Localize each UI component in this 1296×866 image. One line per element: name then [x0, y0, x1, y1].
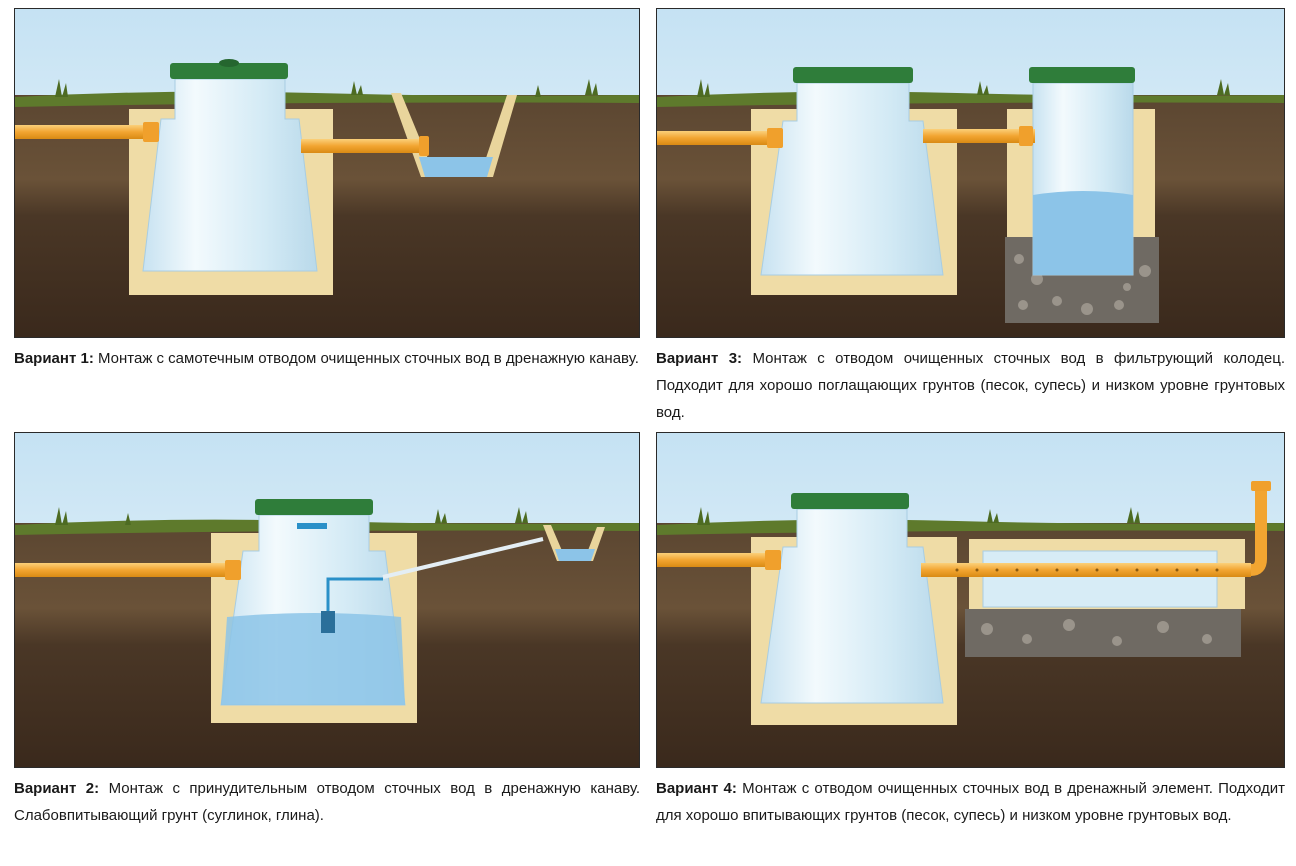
grass-tufts: [697, 507, 1140, 525]
perforations: [955, 568, 1219, 572]
grass-tufts: [55, 79, 598, 97]
tank-lid: [791, 493, 909, 509]
variant-2-text: Монтаж с принудительным отводом сточных …: [14, 780, 641, 824]
variant-4-scene: [657, 433, 1284, 767]
grass-tufts: [55, 507, 528, 525]
inlet-pipe: [15, 563, 237, 577]
variant-3-illustration: [656, 8, 1285, 338]
variant-1-illustration: [14, 8, 640, 338]
discharge-hose: [382, 537, 544, 579]
variant-4-label: Вариант 4:: [656, 780, 737, 797]
variant-4-text: Монтаж с отводом очищенных сточных вод в…: [656, 780, 1286, 824]
tank-lid: [170, 63, 288, 79]
septic-tank: [142, 78, 318, 272]
variant-4-illustration: [656, 432, 1285, 768]
inlet-pipe: [657, 131, 781, 145]
grass-strip: [15, 91, 639, 107]
variant-3-text: Монтаж с отводом очищенных сточных вод в…: [656, 350, 1285, 421]
grass-tufts: [697, 79, 1230, 97]
pump-pipe: [326, 577, 383, 611]
well-lid: [1029, 67, 1135, 83]
variant-2-label: Вариант 2:: [14, 780, 100, 797]
variant-1-caption: Вариант 1: Монтаж с самотечным отводом о…: [14, 345, 640, 372]
ditch-water: [419, 157, 493, 177]
well-water: [1033, 191, 1133, 275]
tank-water: [221, 613, 405, 705]
inlet-pipe: [15, 125, 157, 139]
variant-1-text: Монтаж с самотечным отводом очищенных ст…: [97, 350, 639, 367]
perforated-pipe: [921, 563, 1251, 577]
vent-riser: [1250, 489, 1267, 576]
variant-1-scene: [15, 9, 639, 337]
variant-2-caption: Вариант 2: Монтаж с принудительным отвод…: [14, 775, 640, 829]
variant-2-scene: [15, 433, 639, 767]
tank-lid: [793, 67, 913, 83]
outlet-pipe: [301, 139, 427, 153]
drainage-tunnel: [982, 550, 1218, 608]
septic-tank: [760, 508, 944, 704]
variant-2-illustration: [14, 432, 640, 768]
septic-tank: [760, 82, 944, 276]
variant-3-scene: [657, 9, 1284, 337]
variant-1-label: Вариант 1:: [14, 350, 94, 367]
variant-3-label: Вариант 3:: [656, 350, 743, 367]
pump: [321, 611, 335, 633]
pump-marker: [297, 523, 327, 529]
variant-3-caption: Вариант 3: Монтаж с отводом очищенных ст…: [656, 345, 1285, 426]
inlet-pipe: [657, 553, 779, 567]
gravel-bed: [965, 609, 1241, 657]
vent-cap: [1251, 481, 1271, 491]
tank-lid: [255, 499, 373, 515]
variant-4-caption: Вариант 4: Монтаж с отводом очищенных ст…: [656, 775, 1285, 829]
outlet-pipe: [923, 129, 1035, 143]
ditch-water: [555, 549, 595, 561]
